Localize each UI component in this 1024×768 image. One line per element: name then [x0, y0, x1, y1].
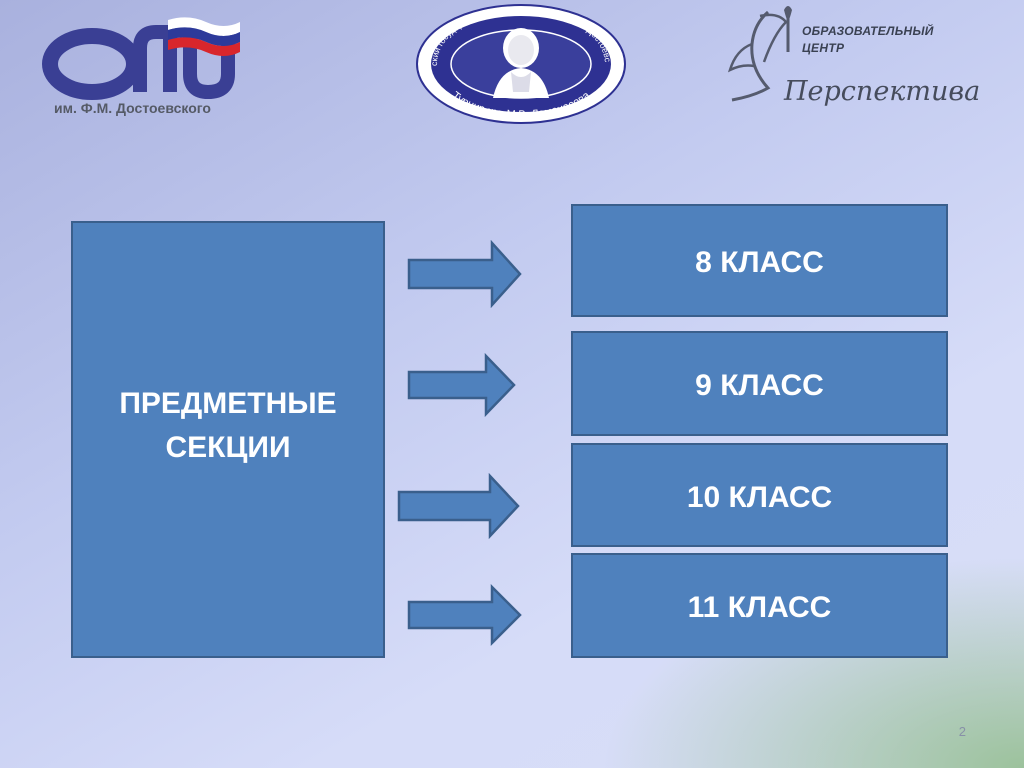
arrow-right-icon: [407, 353, 516, 417]
grade-11-label: 11 КЛАСС: [687, 591, 832, 624]
subject-sections-line1: ПРЕДМЕТНЫЕ: [119, 387, 337, 420]
omgu-logo: им. Ф.М. Достоевского: [40, 14, 250, 124]
perspectiva-line2: ЦЕНТР: [802, 41, 845, 55]
lomonosov-seal-icon: Омский государственный университет им. Ф…: [412, 0, 626, 124]
grade-9-box: 9 КЛАСС: [571, 331, 948, 436]
grade-8-box: 8 КЛАСС: [571, 204, 948, 317]
omgu-caption: им. Ф.М. Достоевского: [54, 100, 211, 116]
arrow-right-icon: [397, 473, 520, 539]
page-number: 2: [958, 724, 966, 739]
omgu-emblem-icon: [42, 17, 240, 100]
perspectiva-script: Перспектива: [784, 76, 981, 107]
grade-11-box: 11 КЛАСС: [571, 553, 948, 658]
perspectiva-logo: ОБРАЗОВАТЕЛЬНЫЙ ЦЕНТР Перспектива: [724, 4, 980, 116]
arrow-right-icon: [407, 584, 522, 647]
subject-sections-box: ПРЕДМЕТНЫЕ СЕКЦИИ: [71, 221, 385, 658]
grade-8-label: 8 КЛАСС: [695, 246, 824, 279]
grade-10-label: 10 КЛАСС: [686, 481, 833, 514]
subject-sections-line2: СЕКЦИИ: [165, 430, 291, 464]
perspectiva-line1: ОБРАЗОВАТЕЛЬНЫЙ: [802, 24, 934, 38]
grade-10-box: 10 КЛАСС: [571, 443, 948, 547]
book-quill-icon: [727, 6, 792, 102]
subject-sections-title: ПРЕДМЕТНЫЕ СЕКЦИИ: [83, 382, 373, 469]
grade-9-label: 9 КЛАСС: [695, 369, 824, 402]
arrow-right-icon: [407, 240, 522, 308]
tournament-seal: Омский государственный университет им. Ф…: [412, 0, 627, 124]
